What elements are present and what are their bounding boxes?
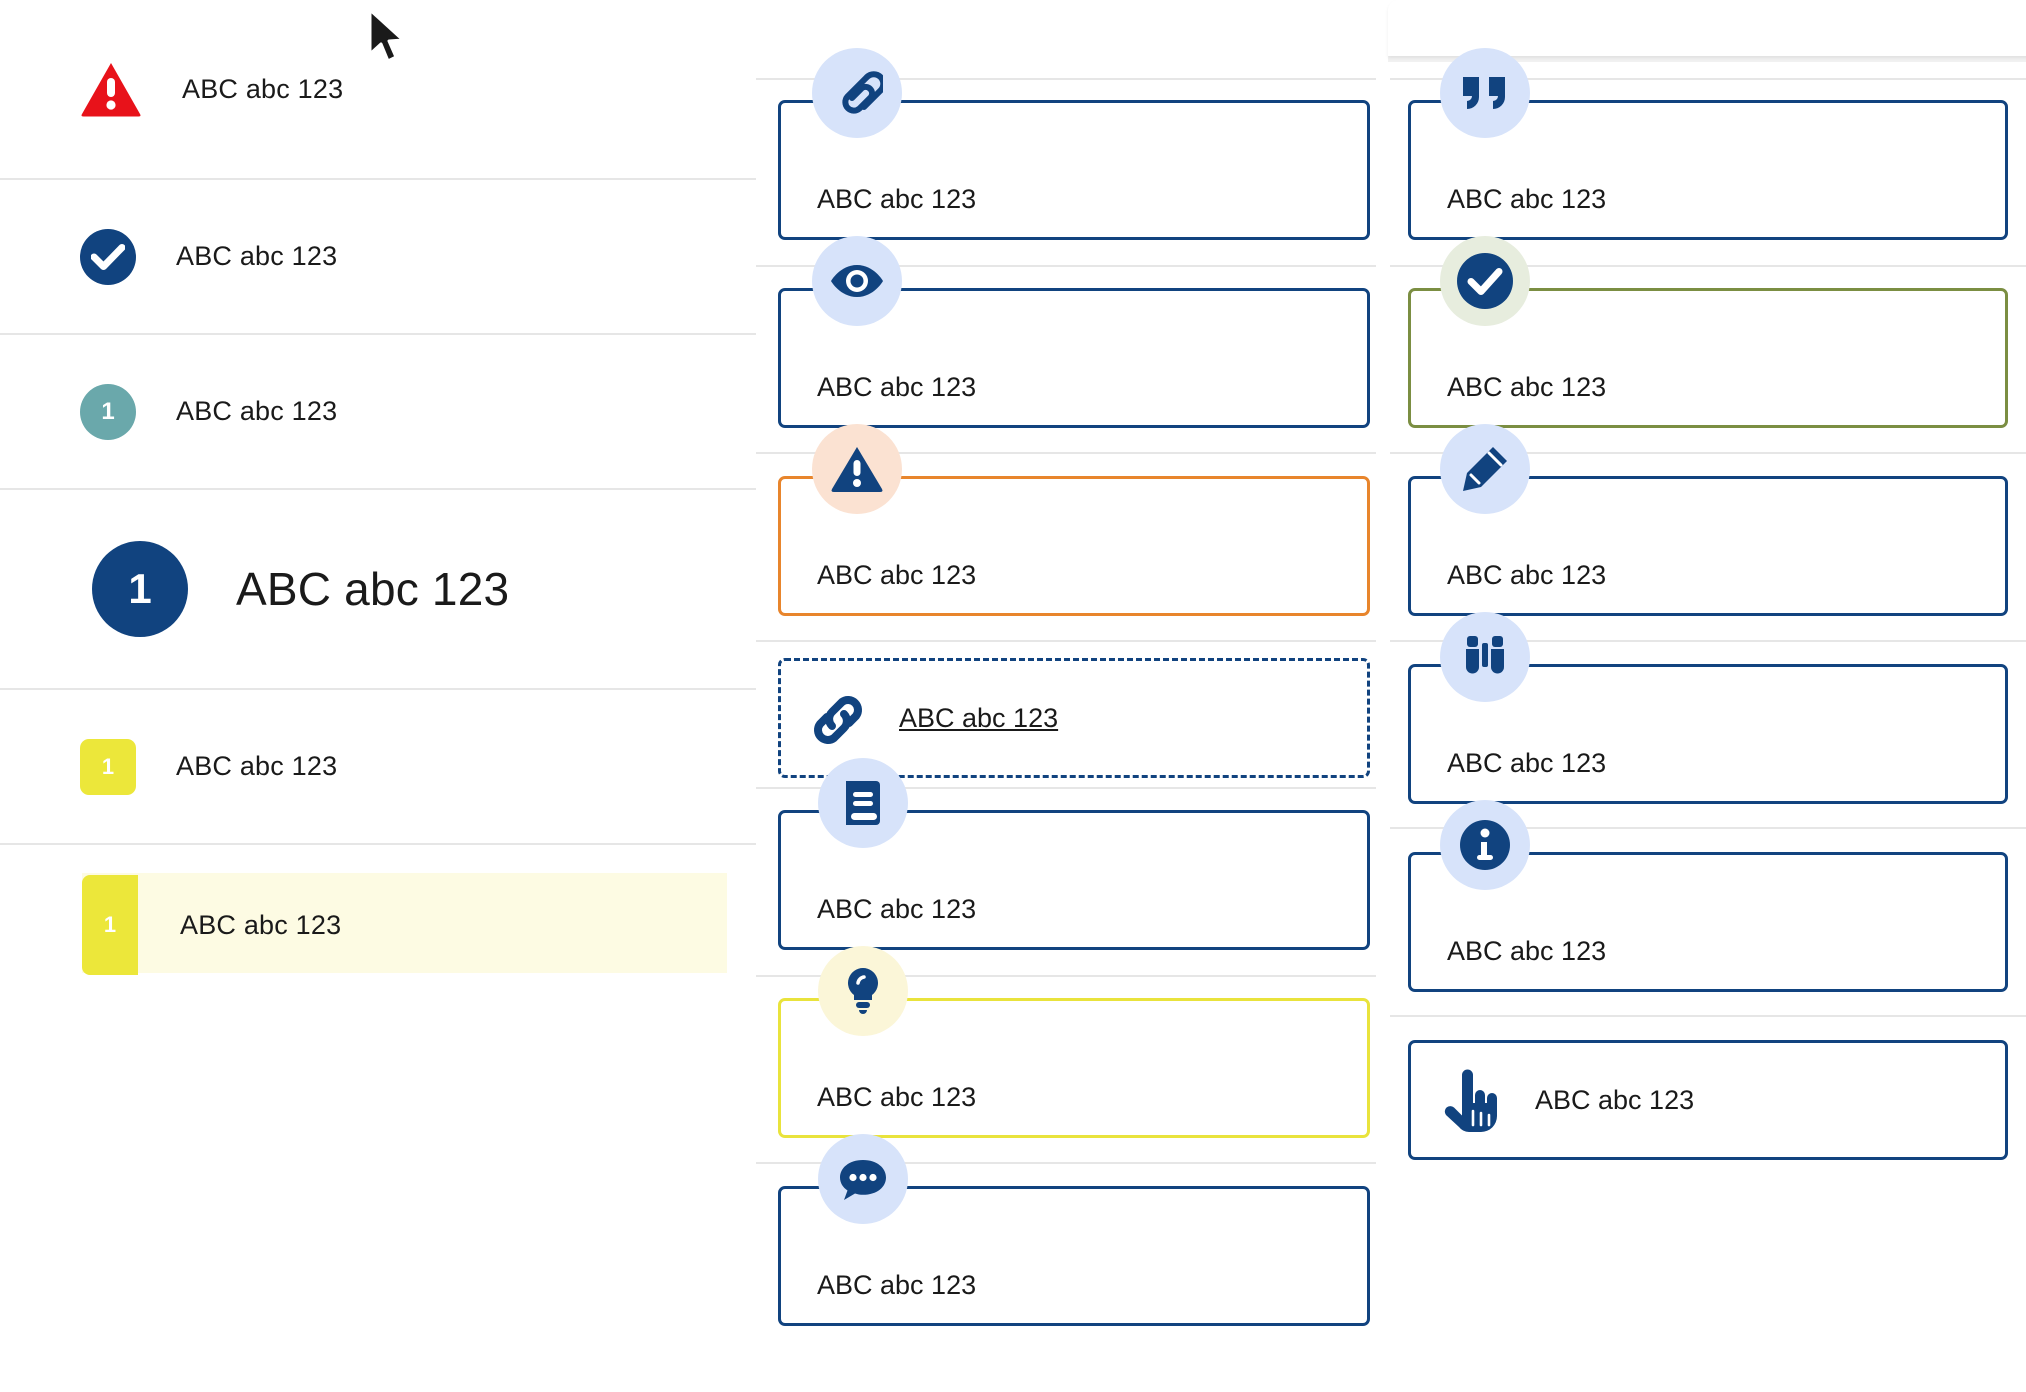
card-link-label[interactable]: ABC abc 123 <box>899 703 1059 733</box>
card-label: ABC abc 123 <box>817 372 977 402</box>
separator <box>756 1162 1376 1164</box>
list-item[interactable]: ABC abc 123 <box>0 180 756 335</box>
card-label: ABC abc 123 <box>817 184 977 214</box>
quote-icon <box>1440 48 1530 138</box>
warning-triangle-icon <box>812 424 902 514</box>
card-label: ABC abc 123 <box>817 560 977 590</box>
paperclip-icon <box>812 48 902 138</box>
list-item[interactable]: 1 ABC abc 123 <box>0 490 756 690</box>
card-label: ABC abc 123 <box>1447 748 1607 778</box>
separator <box>1390 452 2026 454</box>
separator <box>1390 640 2026 642</box>
separator <box>1390 1015 2026 1017</box>
link-chain-icon <box>809 691 867 749</box>
card-label: ABC abc 123 <box>1447 936 1607 966</box>
badge-number: 1 <box>128 565 152 612</box>
eye-icon <box>812 236 902 326</box>
badge-number: 1 <box>103 912 117 937</box>
list-item-label: ABC abc 123 <box>180 909 342 940</box>
panel-corner <box>1388 0 2026 56</box>
check-circle-icon <box>1440 236 1530 326</box>
card-label: ABC abc 123 <box>1447 372 1607 402</box>
separator <box>756 452 1376 454</box>
row-highlight-background <box>82 873 727 973</box>
separator <box>756 787 1376 789</box>
number-badge-icon: 1 <box>80 738 136 795</box>
card-label: ABC abc 123 <box>817 894 977 924</box>
lightbulb-icon <box>818 946 908 1036</box>
info-circle-icon <box>1440 800 1530 890</box>
list-item-highlighted[interactable]: 1 ABC abc 123 <box>0 845 756 1005</box>
binoculars-icon <box>1440 612 1530 702</box>
list-item-label: ABC abc 123 <box>176 241 338 271</box>
pencil-icon <box>1440 424 1530 514</box>
number-badge-icon: 1 <box>82 875 138 975</box>
check-circle-icon <box>80 228 136 285</box>
list-item[interactable]: 1 ABC abc 123 <box>0 690 756 845</box>
list-item[interactable]: 1 ABC abc 123 <box>0 335 756 490</box>
comment-bubble-icon <box>818 1134 908 1224</box>
separator <box>1390 265 2026 267</box>
number-badge-icon: 1 <box>80 383 136 440</box>
separator <box>756 265 1376 267</box>
card-label: ABC abc 123 <box>817 1270 977 1300</box>
book-icon <box>818 758 908 848</box>
list-item[interactable]: ABC abc 123 <box>0 0 756 180</box>
mouse-pointer-icon <box>366 8 410 73</box>
list-item-label: ABC abc 123 <box>236 563 510 615</box>
card-pointing-hand[interactable]: ABC abc 123 <box>1408 1040 2008 1160</box>
card-label: ABC abc 123 <box>1535 1085 1695 1115</box>
separator <box>1390 78 2026 80</box>
card-label: ABC abc 123 <box>817 1082 977 1112</box>
separator <box>756 78 1376 80</box>
list-item-label: ABC abc 123 <box>176 751 338 781</box>
card-label: ABC abc 123 <box>1447 560 1607 590</box>
badge-number: 1 <box>101 397 115 425</box>
card-link[interactable]: ABC abc 123 <box>778 658 1370 778</box>
pointing-hand-icon <box>1441 1067 1503 1137</box>
list-item-label: ABC abc 123 <box>176 396 338 426</box>
separator <box>1390 827 2026 829</box>
number-badge-icon: 1 <box>92 541 188 637</box>
card-label: ABC abc 123 <box>1447 184 1607 214</box>
left-list: ABC abc 123 ABC abc 123 1 ABC abc 123 1 … <box>0 0 756 1392</box>
badge-number: 1 <box>101 753 115 779</box>
separator <box>756 975 1376 977</box>
warning-triangle-icon <box>80 61 142 117</box>
separator <box>756 640 1376 642</box>
list-item-label: ABC abc 123 <box>182 73 344 104</box>
